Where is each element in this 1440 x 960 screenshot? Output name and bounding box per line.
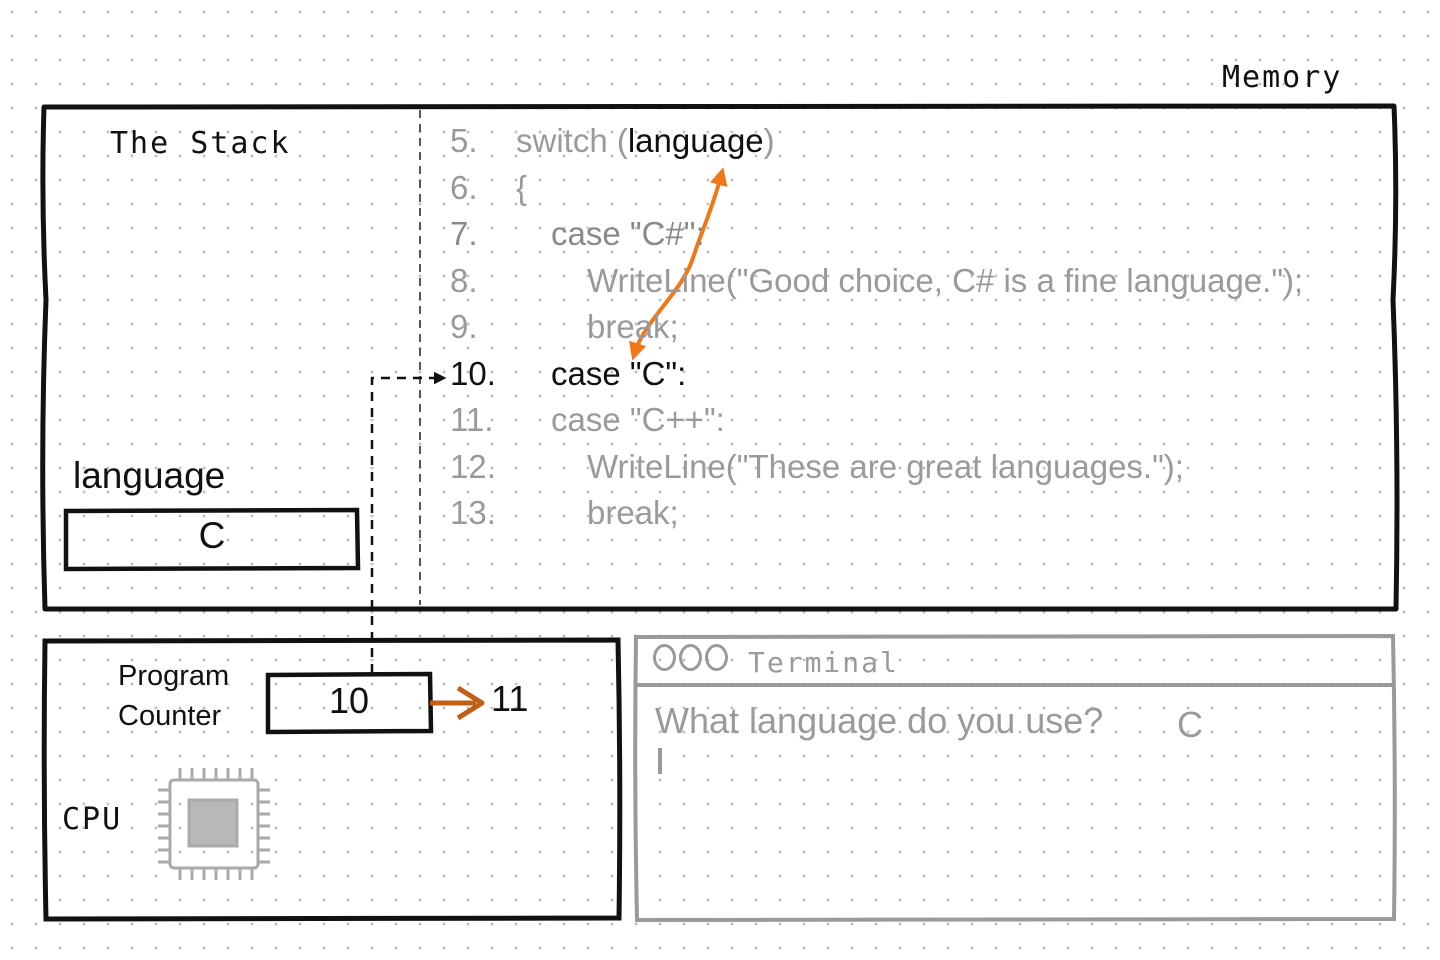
code-line-number: 11. xyxy=(450,401,494,438)
code-text: WriteLine("Good choice, C# is a fine lan… xyxy=(587,261,1304,299)
terminal-cursor xyxy=(658,748,662,774)
variable-box xyxy=(63,507,361,572)
pc-to-line-pointer xyxy=(370,371,447,673)
program-counter-value: 10 xyxy=(328,680,370,721)
code-highlight: language xyxy=(627,122,764,159)
terminal-box xyxy=(633,633,1397,923)
terminal-title: Terminal xyxy=(748,646,899,679)
code-line-number: 5. xyxy=(450,122,478,159)
memory-box xyxy=(40,103,1400,612)
window-circle-icon[interactable] xyxy=(679,644,702,671)
cpu-chip-icon xyxy=(158,768,270,880)
code-line-text: break; xyxy=(587,308,679,346)
cpu-box xyxy=(41,637,623,922)
code-text: { xyxy=(516,168,528,206)
code-text: break; xyxy=(587,494,679,531)
terminal-window-controls[interactable] xyxy=(653,644,731,676)
window-circle-icon[interactable] xyxy=(705,644,728,671)
program-counter-label-line2: Counter xyxy=(118,700,222,732)
code-text: case "C++": xyxy=(551,401,725,438)
code-line-text: break; xyxy=(587,494,679,532)
stack-variable-value: C xyxy=(198,515,226,556)
pc-increment-arrowhead xyxy=(456,685,485,721)
cpu-label: CPU xyxy=(62,802,123,837)
code-line-number: 10. xyxy=(450,354,496,392)
program-counter-next-value: 11 xyxy=(491,678,529,719)
code-line-text: case "C#": xyxy=(551,215,705,253)
code-line-number: 9. xyxy=(450,308,478,345)
program-counter-box xyxy=(265,671,434,735)
code-line-text: WriteLine("Good choice, C# is a fine lan… xyxy=(587,262,1303,300)
terminal-input[interactable]: C xyxy=(1177,704,1203,745)
stack-variable-name: language xyxy=(73,455,226,496)
code-line-number: 8. xyxy=(450,261,478,299)
code-text: switch ( xyxy=(516,122,628,159)
code-line-text: WriteLine("These are great languages."); xyxy=(587,448,1184,486)
terminal-prompt: What language do you use? xyxy=(655,700,1104,741)
stack-title: The Stack xyxy=(110,126,291,161)
code-text: WriteLine("These are great languages."); xyxy=(587,447,1184,485)
code-line-number: 12. xyxy=(450,447,496,485)
memory-label: Memory xyxy=(1222,60,1343,95)
match-arrow xyxy=(629,167,728,361)
code-line-number: 7. xyxy=(450,215,478,252)
code-text: case "C#": xyxy=(551,215,705,252)
code-line-text: case "C++": xyxy=(551,401,725,439)
code-line-text: case "C": xyxy=(551,355,686,393)
window-circle-icon[interactable] xyxy=(653,644,676,671)
program-counter-label-line1: Program xyxy=(118,660,230,692)
code-text: break; xyxy=(587,308,679,345)
code-text: case "C": xyxy=(551,354,687,392)
program-counter-label: Program Counter xyxy=(118,656,229,736)
code-text: ) xyxy=(763,122,775,159)
code-line-text: switch (language) xyxy=(516,122,775,160)
code-line-text: { xyxy=(516,169,527,207)
code-line-number: 13. xyxy=(450,494,496,531)
code-line-number: 6. xyxy=(450,168,478,206)
